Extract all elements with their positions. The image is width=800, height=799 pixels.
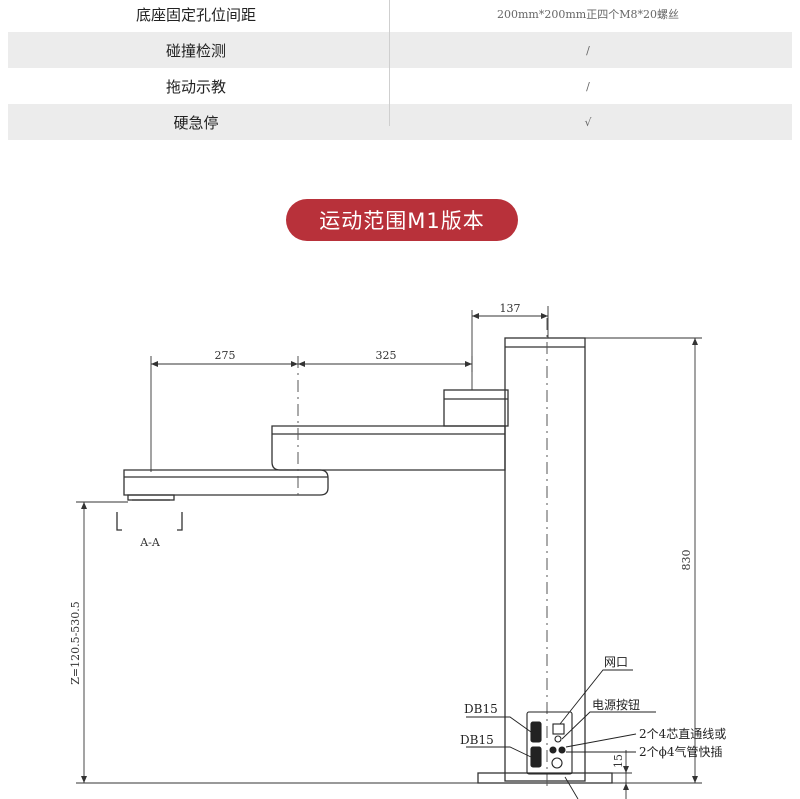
- power-button-knob: [554, 735, 562, 743]
- spec-row-base-holes: 底座固定孔位间距 200mm*200mm正四个M8*20螺丝: [8, 0, 792, 32]
- arm-two: [123, 469, 329, 496]
- db15-port-bottom: [530, 746, 542, 768]
- spec-label: 碰撞检测: [165, 41, 226, 60]
- callout-db15-bottom: DB15: [460, 733, 494, 747]
- table-divider: [389, 0, 390, 126]
- callout-air: 2个ϕ4气管快插: [639, 744, 722, 759]
- dim-label-275: 275: [215, 349, 236, 362]
- spec-value: /: [586, 79, 590, 93]
- spec-value: √: [584, 115, 592, 129]
- leader-power-button: [561, 711, 656, 740]
- carriage-block: [443, 389, 509, 427]
- arm-one: [271, 425, 506, 471]
- callout-power-button: 电源按钮: [592, 697, 640, 712]
- spec-label: 底座固定孔位间距: [135, 5, 256, 24]
- dim-label-830: 830: [680, 550, 693, 571]
- network-port-socket: [552, 723, 565, 735]
- leader-db15-top: [466, 716, 532, 733]
- dim-label-15: 15: [612, 754, 625, 768]
- spec-value: 200mm*200mm正四个M8*20螺丝: [497, 8, 679, 21]
- db15-port-top: [530, 721, 542, 743]
- spec-table: 底座固定孔位间距 200mm*200mm正四个M8*20螺丝 碰撞检测 / 拖动…: [8, 0, 792, 140]
- spec-row-collision: 碰撞检测 /: [8, 32, 792, 68]
- callout-network-port: 网口: [604, 655, 628, 669]
- spec-value: /: [586, 43, 590, 57]
- spec-row-estop: 硬急停 √: [8, 104, 792, 140]
- base-plate: [477, 772, 613, 784]
- air-fitting: [551, 757, 563, 769]
- section-label-aa: A-A: [139, 536, 161, 549]
- spec-row-drag-teach: 拖动示教 /: [8, 68, 792, 104]
- section-title: 运动范围M1版本: [286, 199, 518, 241]
- callout-wires: 2个4芯直通线或: [639, 727, 726, 741]
- leader-wires: [565, 733, 637, 748]
- spec-label: 硬急停: [173, 113, 219, 132]
- spec-label: 拖动示教: [165, 77, 226, 96]
- callout-db15-top: DB15: [464, 702, 498, 716]
- end-flange: [127, 494, 175, 501]
- connector-panel: [526, 711, 573, 775]
- dim-label-325: 325: [376, 349, 397, 362]
- column-body: [504, 337, 586, 782]
- dim-label-137: 137: [500, 302, 521, 315]
- leader-db15-bottom: [466, 746, 532, 758]
- leader-network-port: [559, 669, 633, 725]
- dim-label-z-range: Z=120.5-530.5: [69, 601, 82, 685]
